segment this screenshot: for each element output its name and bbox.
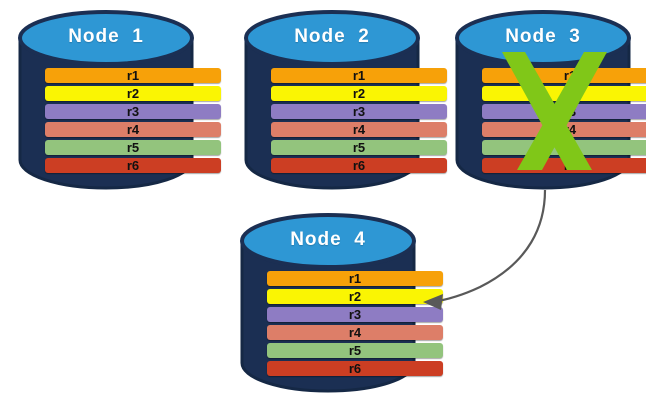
- node-1-rows: r1 r2 r3 r4 r5 r6: [18, 68, 248, 173]
- row-r6[interactable]: r6: [271, 158, 447, 173]
- row-r1[interactable]: r1: [267, 271, 443, 286]
- node-4[interactable]: Node 4 r1 r2 r3 r4 r5 r6: [240, 213, 443, 393]
- row-r4[interactable]: r4: [45, 122, 221, 137]
- node-2[interactable]: Node 2 r1 r2 r3 r4 r5 r6: [244, 10, 447, 190]
- row-r3[interactable]: r3: [267, 307, 443, 322]
- row-r6[interactable]: r6: [45, 158, 221, 173]
- row-r3[interactable]: r3: [45, 104, 221, 119]
- row-r5[interactable]: r5: [267, 343, 443, 358]
- node-4-rows: r1 r2 r3 r4 r5 r6: [240, 271, 470, 376]
- row-r4[interactable]: r4: [267, 325, 443, 340]
- row-r4[interactable]: r4: [271, 122, 447, 137]
- row-r2[interactable]: r2: [271, 86, 447, 101]
- node-2-rows: r1 r2 r3 r4 r5 r6: [244, 68, 474, 173]
- node-1[interactable]: Node 1 r1 r2 r3 r4 r5 r6: [18, 10, 221, 190]
- arrow-head-icon: [423, 294, 443, 310]
- row-r1[interactable]: r1: [271, 68, 447, 83]
- row-r5[interactable]: r5: [45, 140, 221, 155]
- row-r6[interactable]: r6: [267, 361, 443, 376]
- row-r1[interactable]: r1: [45, 68, 221, 83]
- row-r2[interactable]: r2: [45, 86, 221, 101]
- row-r2[interactable]: r2: [267, 289, 443, 304]
- row-r3[interactable]: r3: [271, 104, 447, 119]
- row-r5[interactable]: r5: [271, 140, 447, 155]
